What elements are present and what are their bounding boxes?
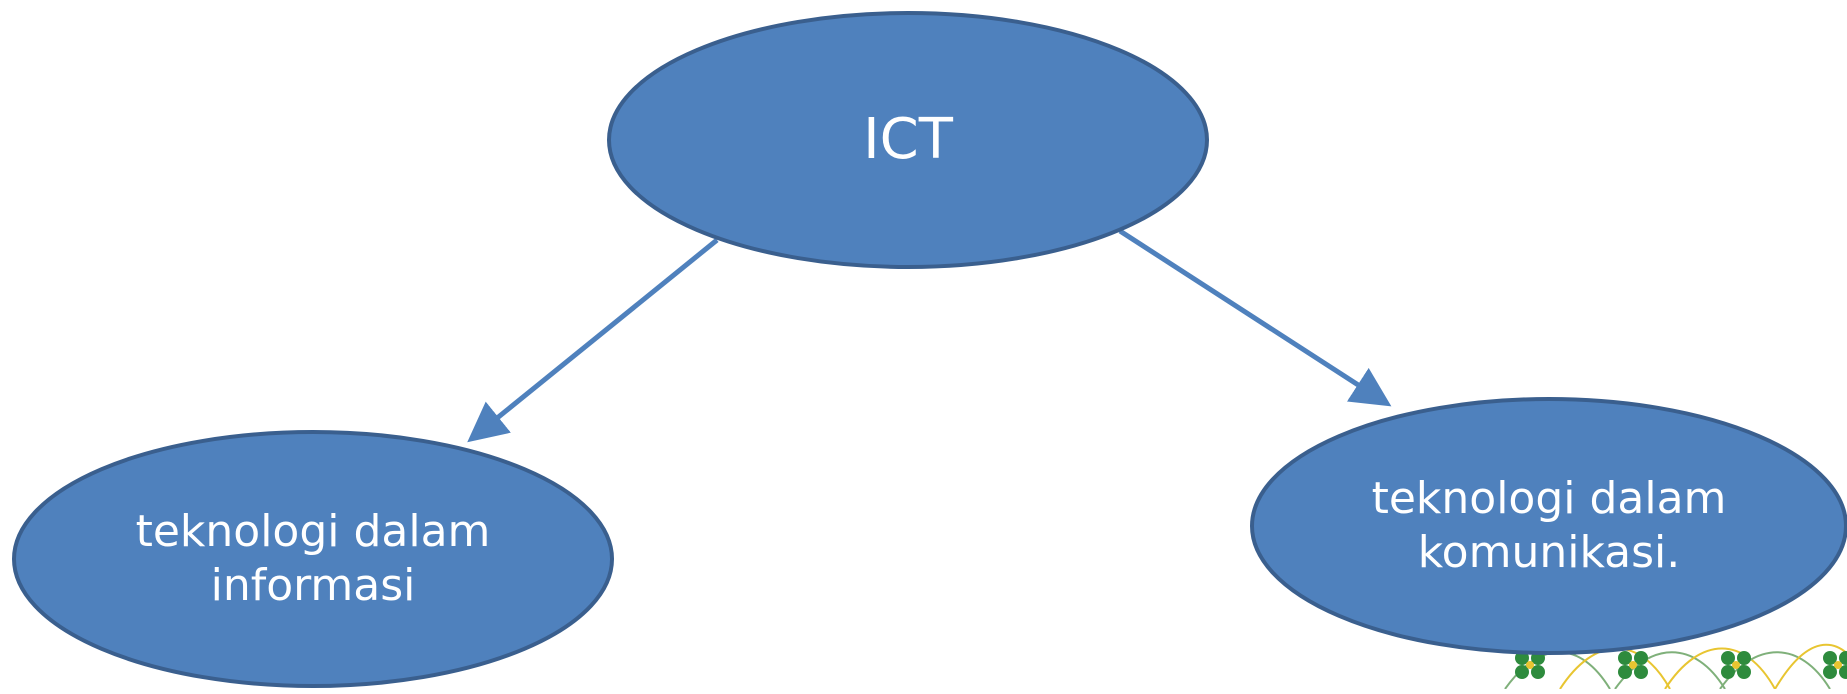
flower-icon bbox=[1721, 651, 1751, 679]
flower-icon bbox=[1515, 651, 1545, 679]
node-right-ellipse bbox=[1250, 397, 1847, 655]
decorative-pattern bbox=[1504, 644, 1847, 689]
node-root-ellipse bbox=[607, 11, 1209, 269]
node-left-ellipse bbox=[12, 430, 614, 688]
node-root-label: ICT bbox=[608, 12, 1208, 268]
node-right-text-line-2: komunikasi. bbox=[1417, 527, 1681, 578]
node-left-text-line-1: teknologi dalam bbox=[135, 506, 491, 558]
flower-icon bbox=[1823, 651, 1847, 679]
edge-root-to-left bbox=[467, 238, 719, 443]
node-right-text-line-1: teknologi dalam bbox=[1371, 473, 1727, 525]
node-root-text-line-1: ICT bbox=[863, 106, 953, 172]
node-left-text-line-2: informasi bbox=[210, 560, 416, 611]
node-right-label: teknologi dalam komunikasi. bbox=[1250, 398, 1847, 654]
flower-icon bbox=[1618, 651, 1648, 679]
edge-root-to-right bbox=[1118, 228, 1392, 407]
node-left-label: teknologi dalam informasi bbox=[14, 431, 612, 687]
